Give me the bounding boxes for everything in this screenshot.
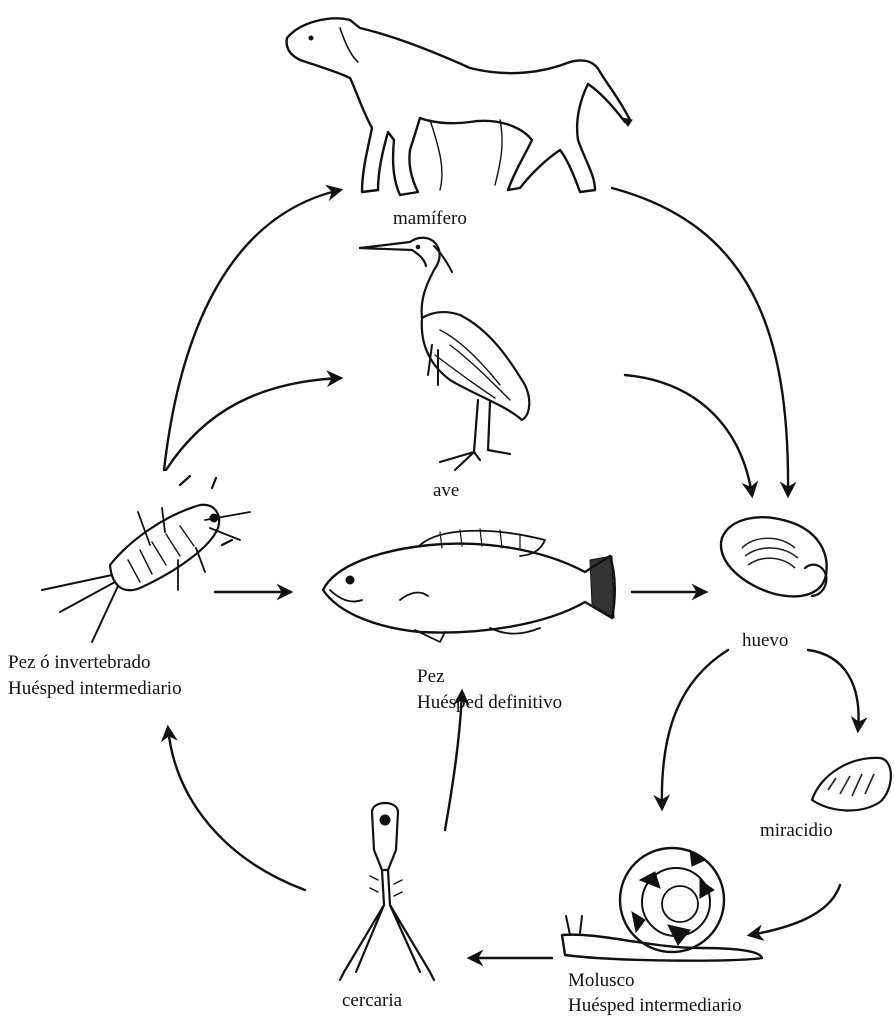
arrow-egg-to-miracidium: [808, 650, 859, 730]
arrow-invertebrate-to-mammal: [164, 190, 340, 470]
label-mammal: mamífero: [393, 206, 467, 232]
arrow-egg-to-mollusc: [662, 650, 728, 808]
label-mollusc-name: Molusco: [568, 968, 635, 994]
invertebrate-illustration: [42, 476, 250, 642]
arrow-bird-to-egg: [625, 375, 752, 495]
label-definitive-host-role: Huésped definitivo: [417, 690, 562, 716]
bird-illustration: [360, 238, 529, 470]
miracidium-illustration: [812, 758, 891, 811]
label-definitive-host-name: Pez: [417, 664, 444, 690]
mammal-illustration: [287, 18, 632, 195]
arrow-miracidium-to-mollusc: [750, 885, 840, 935]
label-cercaria: cercaria: [342, 988, 402, 1014]
label-bird: ave: [433, 478, 459, 504]
arrow-mammal-to-egg: [612, 188, 788, 495]
egg-illustration: [721, 517, 827, 596]
arrow-cercaria-to-invertebrate: [168, 728, 305, 890]
label-intermediate-host-1-role: Huésped intermediario: [8, 676, 182, 702]
label-miracidium: miracidio: [760, 818, 833, 844]
label-intermediate-host-1-name: Pez ó invertebrado: [8, 650, 150, 676]
arrow-invertebrate-to-bird: [166, 378, 340, 470]
label-egg: huevo: [742, 628, 788, 654]
arrows: [164, 188, 859, 958]
cercaria-illustration: [340, 803, 434, 980]
label-mollusc-role: Huésped intermediario: [568, 993, 742, 1019]
mollusc-illustration: [562, 848, 762, 961]
fish-illustration: [323, 529, 615, 642]
